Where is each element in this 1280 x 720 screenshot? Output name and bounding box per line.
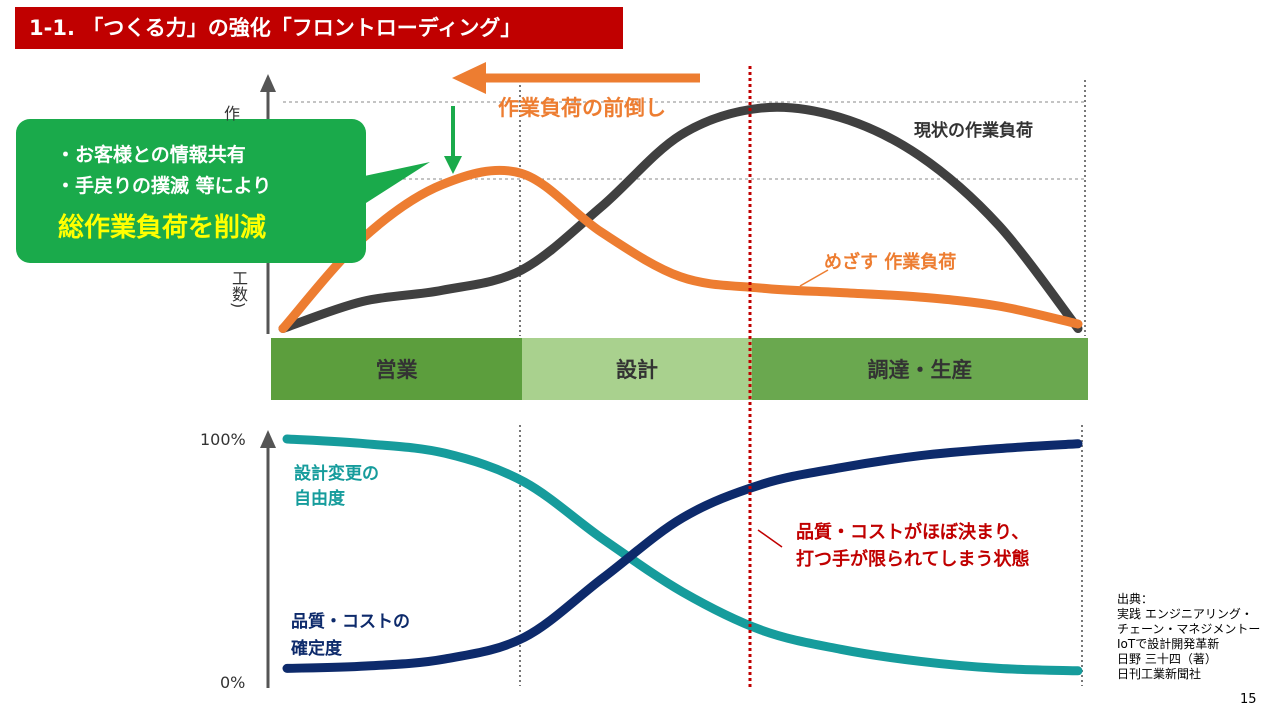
reduction-callout: ・お客様との情報共有 ・手戻りの撲滅 等により 総作業負荷を削減: [16, 119, 366, 263]
reduce-arrow: [444, 106, 462, 174]
callout-pointer: [355, 162, 430, 210]
callout-emphasis: 総作業負荷を削減: [58, 213, 267, 243]
lower-y-axis: [260, 430, 276, 688]
current-workload-label: 現状の作業負荷: [914, 121, 1033, 141]
shift-label: 作業負荷の前倒し: [498, 96, 666, 120]
lower-axis-bottom-tick: 0%: [220, 673, 246, 692]
shift-arrow: [452, 62, 700, 94]
design-freedom-label: 設計変更の 自由度: [294, 464, 379, 509]
certainty-plot: [282, 434, 1083, 676]
target-workload-label: めざす 作業負荷: [824, 252, 957, 273]
callout-line-2: ・手戻りの撲滅 等により: [56, 175, 272, 197]
ylabel-bottom: 工数): [229, 270, 248, 309]
callout-line-1: ・お客様との情報共有: [56, 144, 246, 166]
ylabel-top: 作: [224, 104, 241, 123]
redline-leader: [757, 529, 783, 548]
phase-band-sales: [271, 338, 522, 400]
workload-plot: [278, 102, 1083, 333]
phase-band-design: [522, 338, 752, 400]
phase-label-production: 調達・生産: [867, 358, 973, 382]
source-citation: 出典： 実践 エンジニアリング・ チェーン・マネジメントー IoTで設計開発革新…: [1117, 592, 1261, 681]
phase-label-design: 設計: [616, 358, 658, 382]
lower-axis-top-tick: 100%: [200, 430, 246, 449]
target-workload-line: [278, 165, 1083, 333]
certainty-line: [282, 439, 1083, 673]
target-label-leader: [799, 269, 829, 287]
fixed-state-note: 品質・コストがほぼ決まり、 打つ手が限られてしまう状態: [796, 522, 1030, 570]
design-freedom-line: [282, 434, 1083, 676]
phase-band-production: [752, 338, 1088, 400]
page-title: 1-1. 「つくる力」の強化「フロントローディング」: [15, 7, 623, 49]
page-number: 15: [1240, 692, 1257, 707]
certainty-label: 品質・コストの 確定度: [291, 612, 410, 659]
current-workload-line: [278, 102, 1083, 333]
phase-label-sales: 営業: [375, 358, 418, 382]
